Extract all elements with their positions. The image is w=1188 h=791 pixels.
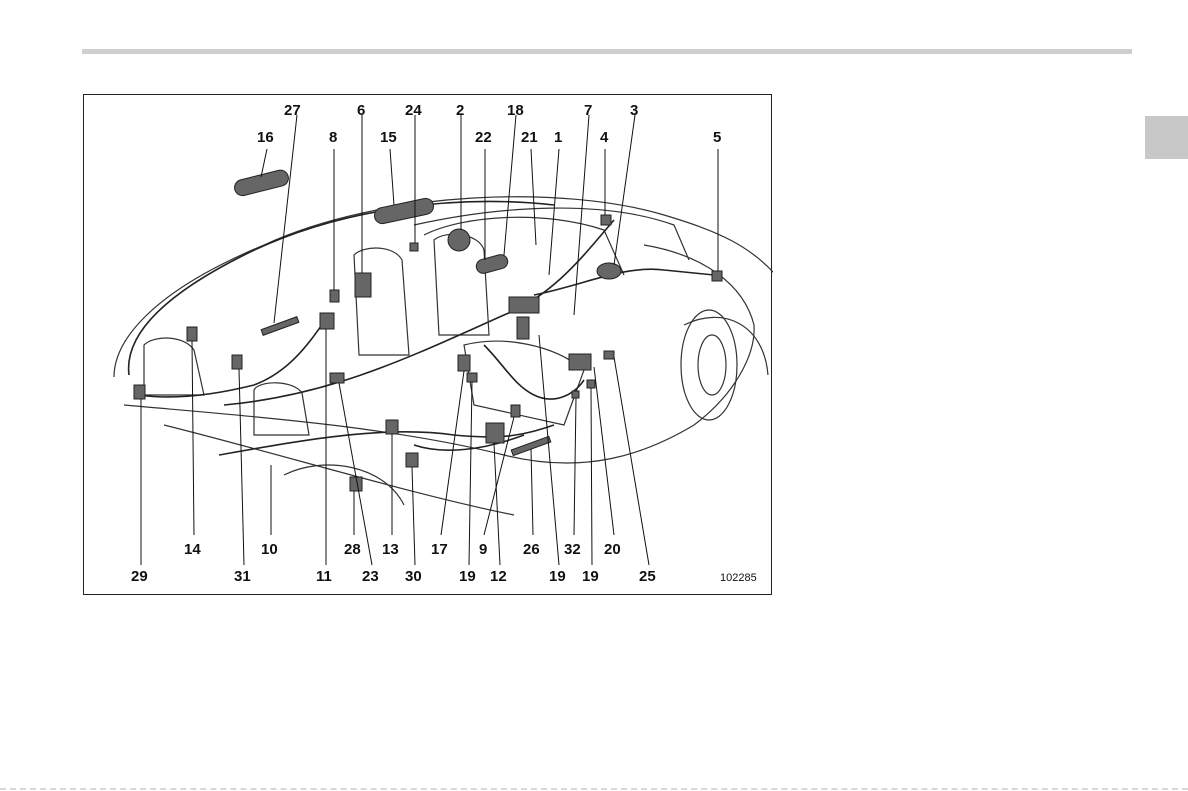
- small-connector-1: [604, 351, 614, 359]
- label-19-b: 19: [549, 569, 566, 584]
- buckle-sensor-left: [330, 290, 339, 302]
- airbag-system-diagram: 27 6 24 2 18 7 3 16 8 15 22 21 1 4 5 14 …: [83, 94, 772, 595]
- section-tab: [1145, 116, 1188, 159]
- label-13: 13: [382, 542, 399, 557]
- label-25: 25: [639, 569, 656, 584]
- label-7: 7: [584, 103, 592, 118]
- label-4: 4: [600, 130, 608, 145]
- label-28: 28: [344, 542, 361, 557]
- label-24: 24: [405, 103, 422, 118]
- pretensioner-right: [486, 423, 504, 443]
- leader-7: [574, 115, 589, 315]
- leader-3: [614, 115, 635, 265]
- side-sensor-rear-2: [232, 355, 242, 369]
- label-22: 22: [475, 130, 492, 145]
- small-connector-3: [572, 391, 579, 398]
- label-3: 3: [630, 103, 638, 118]
- rear-seat: [144, 338, 204, 395]
- occupant-sensor: [569, 354, 591, 370]
- label-11: 11: [316, 569, 332, 584]
- footer-rule: [0, 788, 1188, 790]
- rear-floor: [284, 465, 404, 505]
- front-wheel-hub: [698, 335, 726, 395]
- label-26: 26: [523, 542, 540, 557]
- airbag-control-unit: [509, 297, 539, 313]
- label-23: 23: [362, 569, 379, 584]
- knee-airbag: [475, 253, 510, 275]
- label-21: 21: [521, 130, 538, 145]
- seat-airbag-right: [517, 317, 529, 339]
- leader-14: [192, 341, 194, 535]
- front-sensor-left: [601, 215, 611, 225]
- dash-connector: [410, 243, 418, 251]
- label-19-a: 19: [459, 569, 476, 584]
- label-2: 2: [456, 103, 464, 118]
- buckle-sensor-right: [511, 405, 520, 417]
- leader-1: [549, 149, 559, 275]
- label-6: 6: [357, 103, 365, 118]
- leader-26: [531, 449, 533, 535]
- rear-connector: [134, 385, 145, 399]
- leader-18: [504, 115, 516, 255]
- rod-front: [261, 317, 299, 336]
- leader-17: [441, 371, 464, 535]
- floor-line: [164, 425, 514, 515]
- front-sensor-right: [712, 271, 722, 281]
- label-29: 29: [131, 569, 148, 584]
- leader-15: [390, 149, 394, 205]
- label-16: 16: [257, 130, 274, 145]
- figure-id: 102285: [720, 573, 757, 584]
- label-9: 9: [479, 542, 487, 557]
- label-20: 20: [604, 542, 621, 557]
- pretensioner-left: [320, 313, 334, 329]
- curtain-airbag-front: [373, 197, 435, 225]
- leader-19c: [591, 388, 592, 565]
- front-wheel: [681, 310, 737, 420]
- leader-32: [574, 398, 576, 535]
- small-connector-2: [587, 380, 595, 388]
- floor-connector-3: [406, 453, 418, 467]
- label-30: 30: [405, 569, 422, 584]
- header-rule: [82, 49, 1132, 54]
- floor-connector-2: [386, 420, 398, 434]
- console-connector-1: [458, 355, 470, 371]
- roof-outline: [114, 197, 773, 377]
- label-31: 31: [234, 569, 251, 584]
- passenger-airbag: [597, 263, 621, 279]
- console-harness: [484, 345, 584, 399]
- vehicle-drawing: [84, 95, 773, 596]
- label-10: 10: [261, 542, 278, 557]
- label-1: 1: [554, 130, 562, 145]
- hood-outline: [644, 245, 754, 425]
- label-5: 5: [713, 130, 721, 145]
- label-32: 32: [564, 542, 581, 557]
- console-connector-2: [467, 373, 477, 382]
- side-sensor-rear: [187, 327, 197, 341]
- front-harness: [534, 269, 714, 295]
- leader-30: [412, 467, 415, 565]
- rear-seat-2: [254, 383, 309, 435]
- seat-airbag-left: [355, 273, 371, 297]
- leader-23: [339, 383, 372, 565]
- leader-16: [261, 149, 267, 177]
- leader-12: [494, 443, 500, 565]
- center-console: [464, 341, 584, 425]
- leader-20: [594, 367, 614, 535]
- leader-27: [274, 115, 297, 323]
- leader-31: [239, 369, 244, 565]
- leader-19b: [539, 335, 559, 565]
- label-12: 12: [490, 569, 507, 584]
- label-19-c: 19: [582, 569, 599, 584]
- label-8: 8: [329, 130, 337, 145]
- leader-19a: [469, 382, 472, 565]
- steering-airbag: [448, 229, 470, 251]
- label-18: 18: [507, 103, 524, 118]
- label-27: 27: [284, 103, 301, 118]
- label-17: 17: [431, 542, 448, 557]
- leader-25: [614, 357, 649, 565]
- floor-connector-1: [330, 373, 344, 383]
- label-15: 15: [380, 130, 397, 145]
- label-14: 14: [184, 542, 201, 557]
